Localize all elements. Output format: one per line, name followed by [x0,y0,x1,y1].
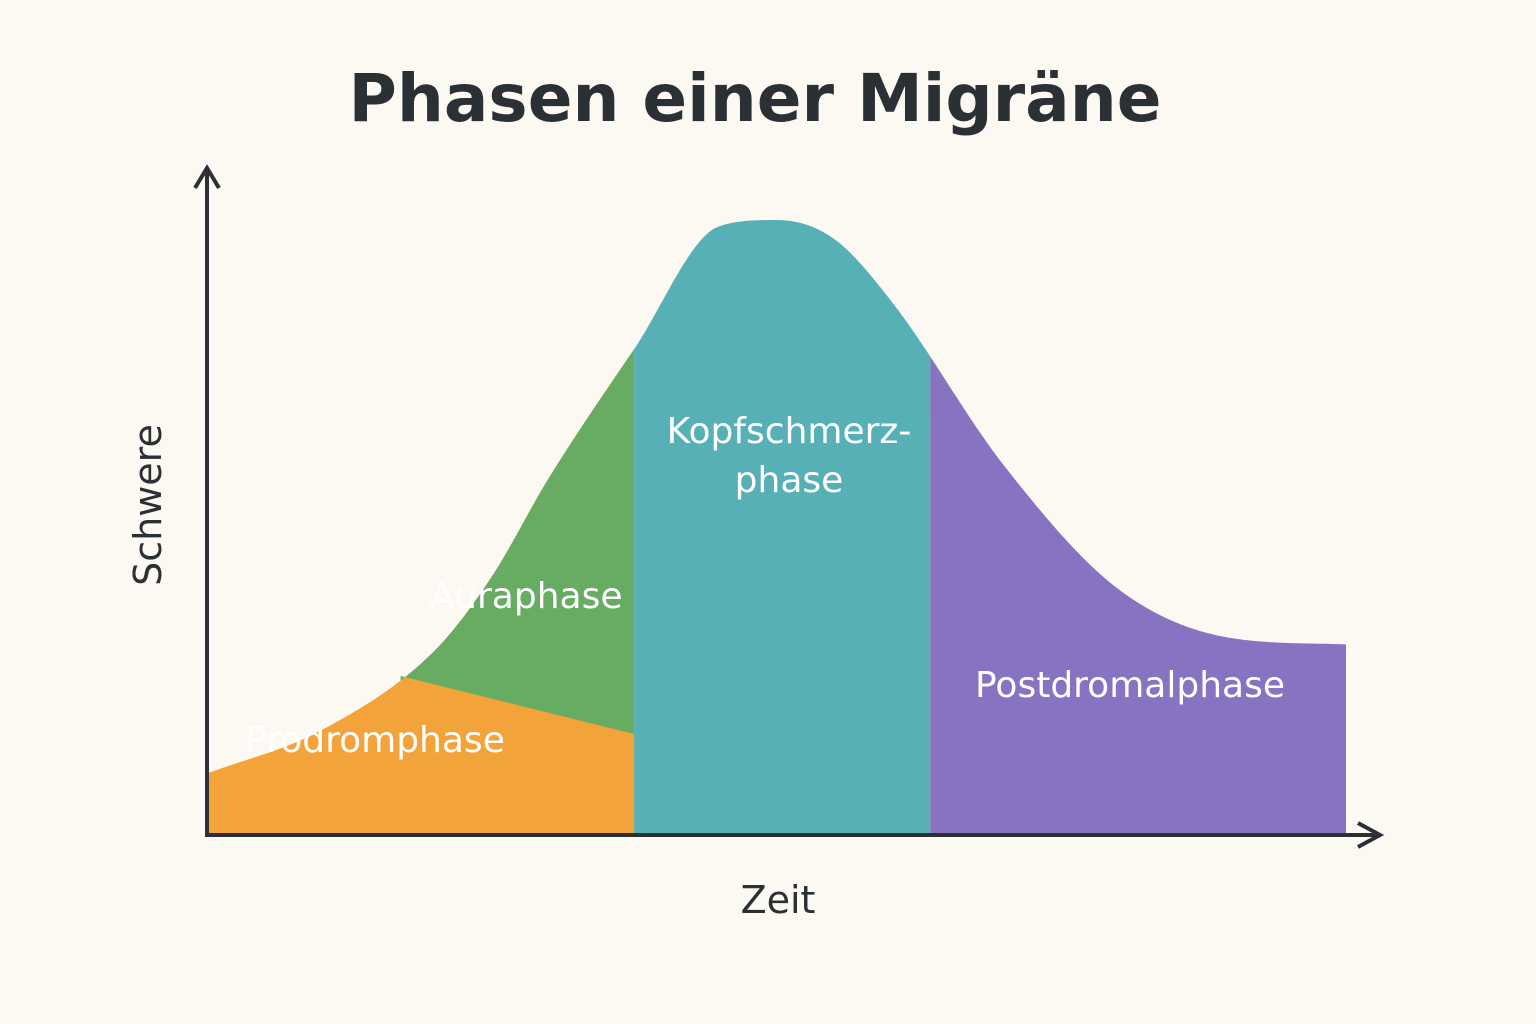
area-postdromalphase [930,356,1346,835]
y-axis-arrow-icon [193,164,221,190]
phase-label-auraphase: Auraphase [430,576,623,617]
phase-label-prodromphase: Prodromphase [245,720,505,761]
phase-label-kopfschmerzphase-line1: Kopfschmerz- [667,411,912,452]
chart-title: Phasen einer Migräne [349,60,1162,137]
area-auraphase [400,349,635,734]
phase-label-kopfschmerzphase-line2: phase [735,460,844,501]
area-prodromphase [207,349,635,835]
area-kopfschmerzphase [634,220,931,835]
y-axis-label: Schwere [126,424,170,586]
phase-label-postdromalphase: Postdromalphase [975,665,1285,706]
x-axis-label: Zeit [741,878,816,922]
x-axis-arrow-icon [1357,821,1385,849]
